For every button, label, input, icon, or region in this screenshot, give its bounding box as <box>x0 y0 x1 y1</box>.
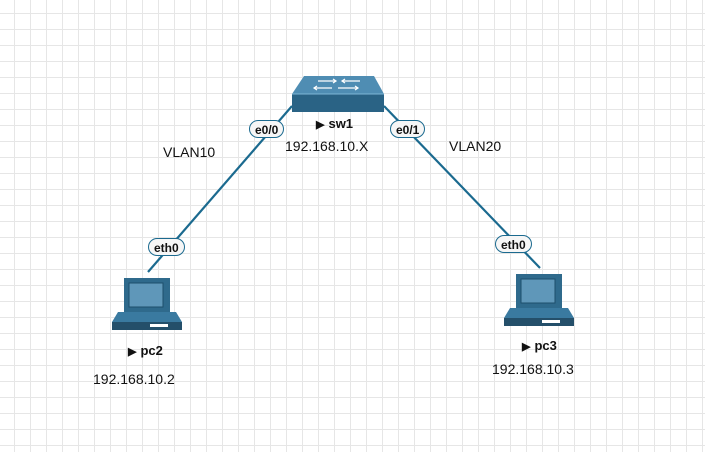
pc3-ip-label: 192.168.10.3 <box>492 361 574 377</box>
play-icon: ▶ <box>522 341 531 353</box>
pc2-name-text: pc2 <box>140 343 163 358</box>
sw1-ip-label: 192.168.10.X <box>285 138 369 154</box>
port-label-e0-0[interactable]: e0/0 <box>249 120 285 138</box>
pc2-ip-label: 192.168.10.2 <box>93 371 175 387</box>
vlan20-label: VLAN20 <box>449 138 502 154</box>
vlan10-label: VLAN10 <box>163 144 216 160</box>
pc2-name[interactable]: ▶pc2 <box>128 343 163 358</box>
play-icon: ▶ <box>316 119 325 131</box>
pc3-computer-icon[interactable] <box>504 274 574 326</box>
pc3-name-text: pc3 <box>534 338 557 353</box>
sw1-name[interactable]: ▶sw1 <box>316 116 353 131</box>
sw1-name-text: sw1 <box>328 116 354 131</box>
port-label-pc2-eth0[interactable]: eth0 <box>148 238 185 256</box>
pc2-computer-icon[interactable] <box>112 278 182 330</box>
port-label-pc3-eth0[interactable]: eth0 <box>495 235 532 253</box>
switch-icon[interactable] <box>292 76 384 112</box>
port-label-e0-1[interactable]: e0/1 <box>390 120 426 138</box>
play-icon: ▶ <box>128 346 137 358</box>
pc3-name[interactable]: ▶pc3 <box>522 338 557 353</box>
